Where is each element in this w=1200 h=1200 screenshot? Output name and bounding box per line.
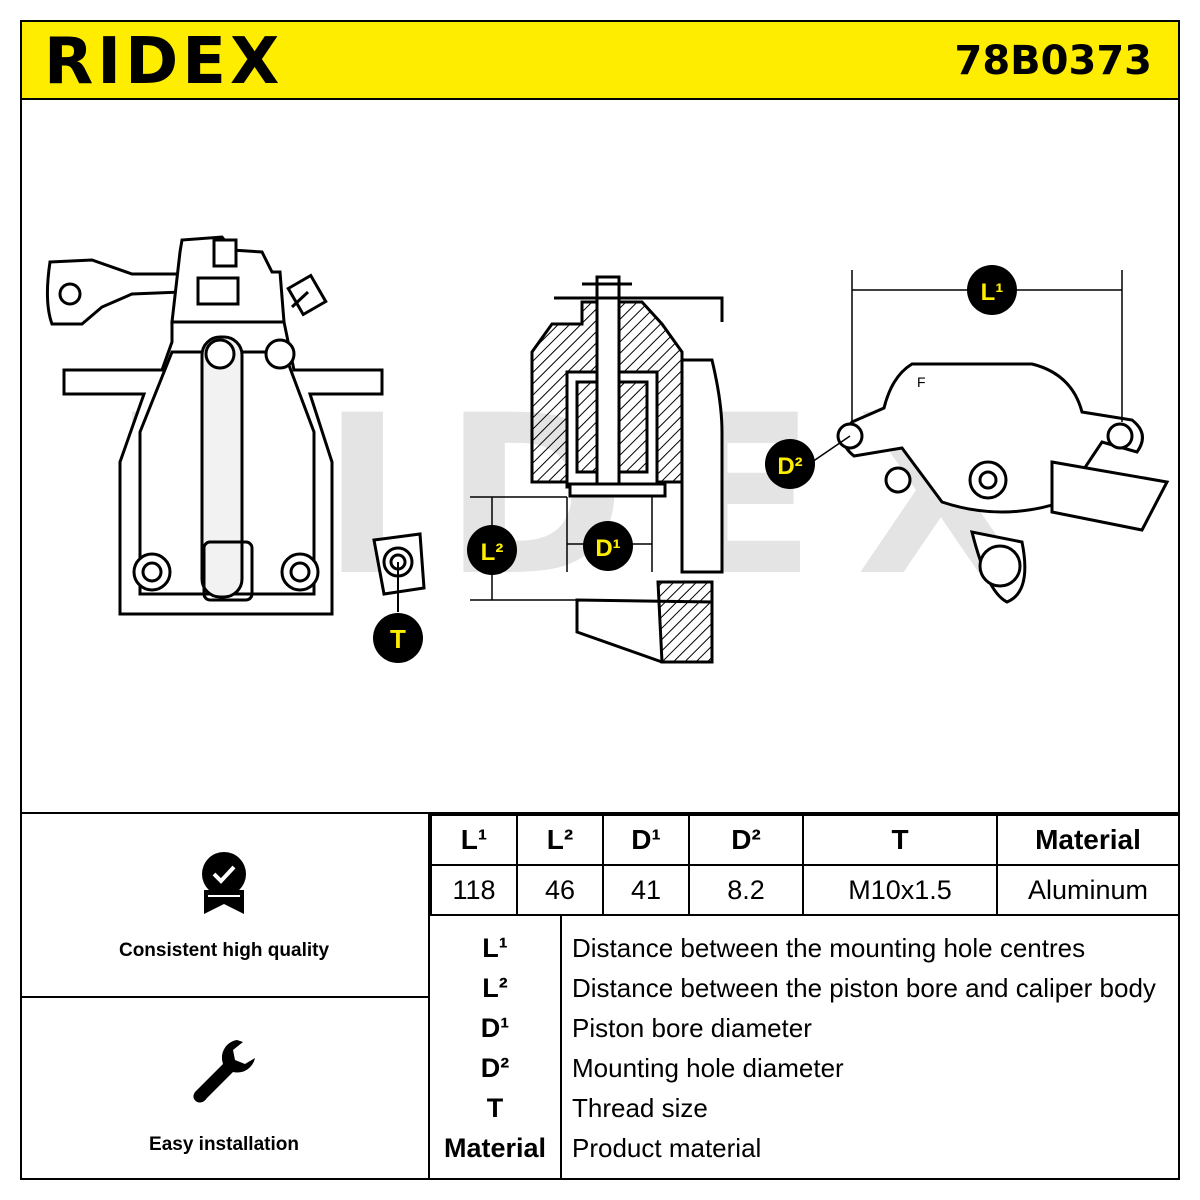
feature-label: Consistent high quality [118,940,330,961]
spec-value-d1: 41 [602,864,690,916]
svg-text:D²: D² [777,453,802,480]
quality-badge-icon [202,852,246,914]
legend-key: L¹ [482,933,508,963]
svg-text:L¹: L¹ [981,279,1004,306]
legend-row: D² Mounting hole diameter [430,1048,1180,1088]
brand-logo: RIDEX [44,25,284,99]
spec-value-row: 118 46 41 8.2 M10x1.5 Aluminum [430,864,1180,916]
legend-desc: Mounting hole diameter [572,1053,844,1083]
feature-label: Easy installation [149,1134,299,1155]
legend: L¹ Distance between the mounting hole ce… [430,914,1180,1180]
thread-part [372,532,426,612]
spec-value-material: Aluminum [996,864,1180,916]
technical-drawing: RIDEX [22,102,1178,812]
caliper-section-view [530,275,724,664]
spec-value-l1: 118 [430,864,518,916]
legend-row: L² Distance between the piston bore and … [430,968,1180,1008]
legend-key: T [486,1093,504,1123]
spec-value-t: M10x1.5 [802,864,998,916]
svg-text:L²: L² [481,539,504,566]
caliper-front-view [45,235,384,616]
legend-desc: Piston bore diameter [572,1013,812,1043]
spec-header-row: L¹ L² D¹ D² T Material [430,814,1180,866]
l2-badge: L² [467,525,517,575]
spec-table: L¹ L² D¹ D² T Material 118 46 41 8.2 M10… [430,814,1180,916]
legend-row: D¹ Piston bore diameter [430,1008,1180,1048]
d1-badge: D¹ [583,521,633,571]
d2-badge: D² [765,439,815,489]
wrench-icon [193,1040,255,1103]
legend-key: L² [482,973,508,1003]
header-bar: RIDEX 78B0373 [20,20,1180,100]
svg-text:F: F [917,374,926,390]
spec-value-d2: 8.2 [688,864,804,916]
spec-header-d1: D¹ [602,814,690,866]
l1-badge: L¹ [967,265,1017,315]
spec-header-d2: D² [688,814,804,866]
bottom-panel: Consistent high quality Easy installatio… [20,812,1180,1180]
legend-row: T Thread size [430,1088,1180,1128]
legend-desc: Distance between the mounting hole centr… [572,933,1086,963]
spec-header-material: Material [996,814,1180,866]
svg-text:D¹: D¹ [595,535,620,562]
legend-key: D¹ [480,1013,510,1043]
legend-desc: Product material [572,1133,762,1163]
spec-header-t: T [802,814,998,866]
caliper-drawing-svg: RIDEX [45,235,1170,664]
feature-quality: Consistent high quality [20,814,430,998]
legend-desc: Thread size [572,1093,708,1123]
feature-installation: Easy installation [20,998,430,1180]
svg-text:T: T [390,624,406,654]
legend-row: Material Product material [430,1128,1180,1168]
spec-header-l2: L² [516,814,604,866]
part-number: 78B0373 [954,38,1152,84]
legend-row: L¹ Distance between the mounting hole ce… [430,928,1180,968]
spec-value-l2: 46 [516,864,604,916]
caliper-rear-view: F [836,362,1170,604]
t-badge: T [373,613,423,663]
legend-desc: Distance between the piston bore and cal… [572,973,1156,1003]
legend-key: D² [480,1053,510,1083]
legend-key: Material [443,1133,547,1163]
spec-header-l1: L¹ [430,814,518,866]
legend-divider [560,914,562,1180]
